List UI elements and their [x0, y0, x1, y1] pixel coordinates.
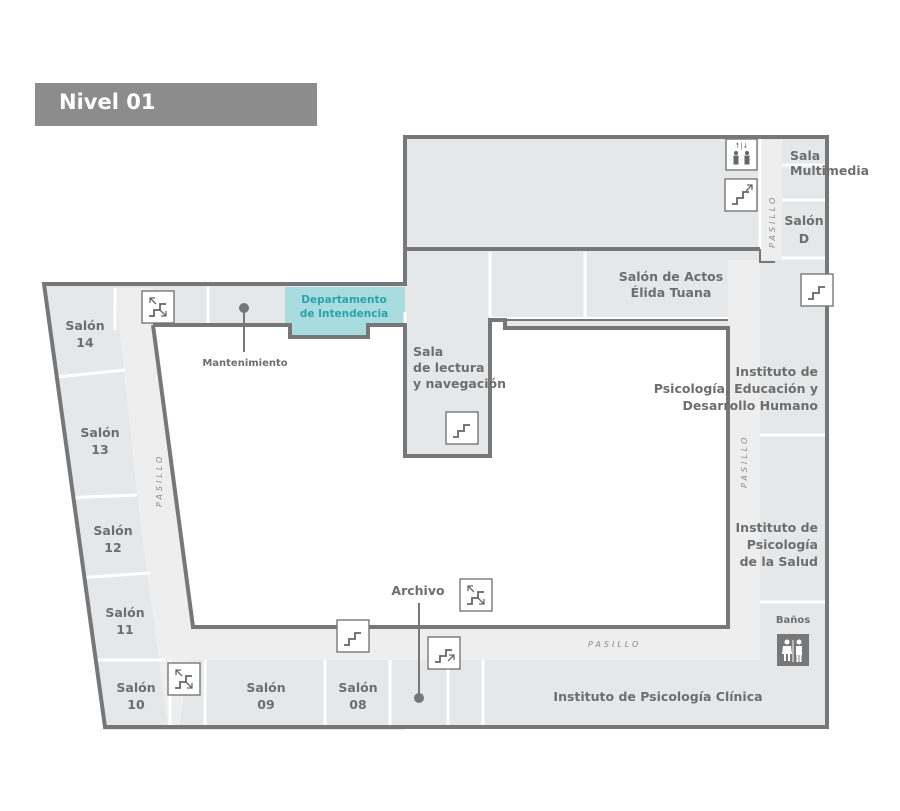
corridor-left	[115, 288, 193, 727]
label-salon-08-1: Salón	[338, 680, 377, 695]
elevator-icon[interactable]: ↑|↓	[725, 138, 758, 171]
svg-text:↑|↓: ↑|↓	[734, 142, 748, 150]
inner-courtyard-wall	[151, 318, 730, 629]
label-sala-lectura-1: Sala	[413, 344, 443, 359]
label-salon-14-2: 14	[76, 335, 94, 350]
label-salon-11-1: Salón	[105, 605, 144, 620]
corridor-label-bottom: PASILLO	[588, 640, 641, 649]
label-banos: Baños	[776, 615, 810, 626]
label-salon-actos-2: Élida Tuana	[631, 285, 712, 300]
walls	[41, 135, 829, 729]
label-salon-13-2: 13	[91, 442, 108, 457]
label-sala-lectura-2: de lectura	[413, 360, 484, 375]
label-sala-multimedia-2: Multimedia	[790, 163, 869, 178]
label-salon-13-1: Salón	[80, 425, 119, 440]
label-salon-08-2: 08	[349, 697, 366, 712]
label-instituto-salud-1: Instituto de	[736, 520, 818, 535]
label-instituto-salud-3: de la Salud	[740, 554, 818, 569]
label-salon-d-1: Salón	[784, 213, 823, 228]
room-labels: Sala Multimedia Salón D Salón de Actos É…	[65, 148, 869, 712]
corridor-labels: PASILLO PASILLO PASILLO PASILLO	[155, 195, 777, 649]
corridor-right	[728, 260, 760, 660]
label-instituto-clinica: Instituto de Psicología Clínica	[553, 689, 762, 704]
label-instituto-pedh-2: Psicología, Educación y	[654, 381, 818, 396]
label-instituto-salud-2: Psicología	[747, 537, 818, 552]
corridor-bottom	[180, 627, 760, 660]
stairs-icon-salon10[interactable]	[167, 662, 201, 696]
outer-wall	[41, 135, 829, 729]
label-salon-12-2: 12	[104, 540, 121, 555]
level-title-bar: Nivel 01	[35, 83, 317, 126]
stairs-icon-lectura[interactable]	[445, 411, 479, 445]
label-salon-11-2: 11	[116, 622, 133, 637]
stairs-icon-north[interactable]	[724, 178, 758, 212]
stairs-icon-northeast[interactable]	[800, 273, 834, 307]
corridor-label-top-right: PASILLO	[768, 195, 777, 248]
label-salon-d-2: D	[799, 231, 809, 246]
corridor-label-left: PASILLO	[155, 454, 164, 507]
stairs-icon-archivo[interactable]	[459, 578, 493, 612]
stairs-icon-bottom-left[interactable]	[336, 619, 370, 653]
stairs-icon-northwest[interactable]	[141, 290, 175, 324]
courtyard	[153, 320, 728, 627]
label-salon-12-1: Salón	[93, 523, 132, 538]
label-departamento-1: Departamento	[301, 294, 387, 306]
label-sala-multimedia-1: Sala	[790, 148, 820, 163]
label-instituto-pedh-3: Desarrollo Humano	[683, 398, 819, 413]
leader-lines	[239, 303, 424, 703]
label-salon-10-1: Salón	[116, 680, 155, 695]
label-instituto-pedh-1: Instituto de	[736, 364, 818, 379]
corridors	[115, 140, 782, 727]
corridor-top-right	[760, 140, 782, 260]
corridor-label-right: PASILLO	[740, 435, 749, 488]
label-salon-14-1: Salón	[65, 318, 104, 333]
below-mask	[0, 730, 900, 811]
label-archivo: Archivo	[391, 583, 445, 598]
label-salon-09-2: 09	[257, 697, 274, 712]
stairs-icon-bottom-right[interactable]	[427, 636, 461, 670]
restroom-icon[interactable]	[777, 634, 809, 666]
label-salon-10-2: 10	[127, 697, 145, 712]
label-mantenimiento: Mantenimiento	[202, 358, 287, 369]
label-salon-actos-1: Salón de Actos	[619, 269, 723, 284]
label-salon-09-1: Salón	[246, 680, 285, 695]
level-title: Nivel 01	[59, 90, 156, 114]
label-departamento-2: de Intendencia	[300, 308, 388, 320]
left-mask	[0, 280, 105, 760]
label-sala-lectura-3: y navegación	[413, 376, 506, 391]
